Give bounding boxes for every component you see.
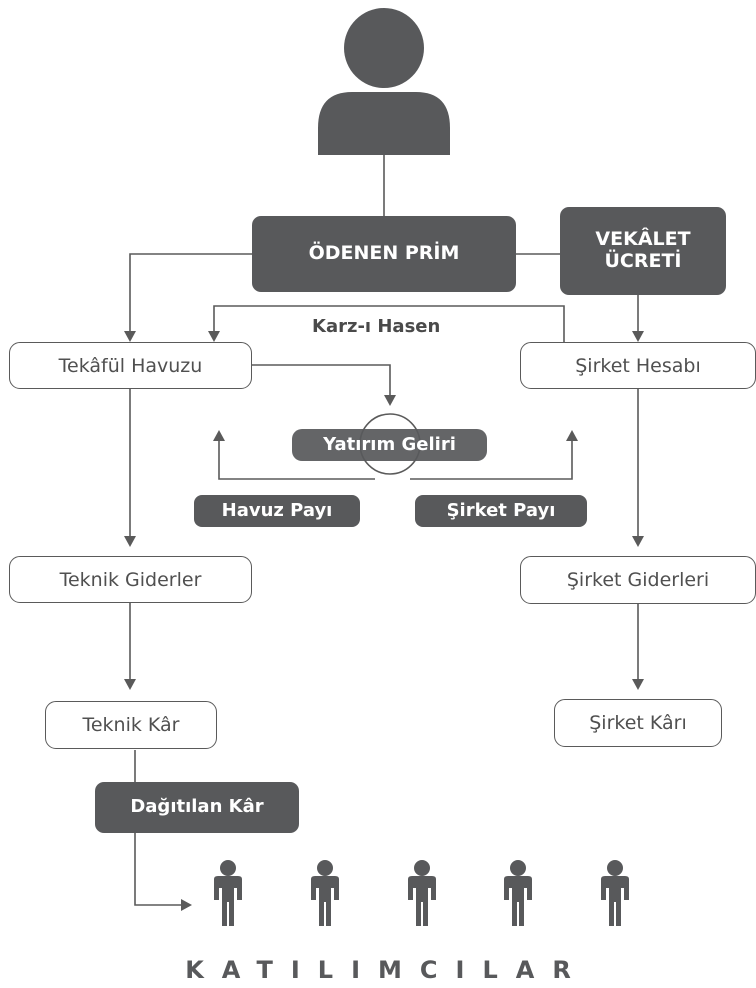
karz-i-hasen-label: Karz-ı Hasen [312, 316, 441, 337]
yatirim-geliri-node: Yatırım Geliri [292, 429, 487, 461]
katilimcilar-label: KATILIMCILAR [185, 956, 589, 984]
participant-icon [504, 860, 532, 926]
participant-icon [601, 860, 629, 926]
arrow-karz-hasen [208, 305, 565, 345]
arrow-sirket-payi [410, 430, 578, 480]
sirket-kari-node: Şirket Kârı [554, 699, 722, 747]
sirket-giderleri-node: Şirket Giderleri [520, 556, 756, 604]
participant-icon [311, 860, 339, 926]
arrow-prim-tekaful [124, 253, 252, 342]
dagitilan-kar-node: Dağıtılan Kâr [95, 782, 299, 833]
participant-icon [408, 860, 436, 926]
sirket-hesabi-node: Şirket Hesabı [520, 342, 756, 389]
vekalet-label: VEKÂLET [595, 228, 691, 251]
havuz-payi-node: Havuz Payı [194, 495, 360, 527]
sirket-payi-node: Şirket Payı [415, 495, 587, 527]
participant-icon [214, 860, 242, 926]
person-icon [318, 8, 450, 155]
ucreti-label: ÜCRETİ [604, 250, 682, 272]
tekaful-havuzu-node: Tekâfül Havuzu [9, 342, 252, 389]
arrow-tekaful-yatirim [252, 364, 396, 406]
teknik-kar-node: Teknik Kâr [45, 701, 217, 749]
arrow-havuz-payi [213, 430, 375, 480]
teknik-giderler-node: Teknik Giderler [9, 556, 252, 603]
vekalet-ucreti-node: VEKÂLET ÜCRETİ [560, 207, 726, 295]
odenen-prim-node: ÖDENEN PRİM [252, 216, 516, 292]
